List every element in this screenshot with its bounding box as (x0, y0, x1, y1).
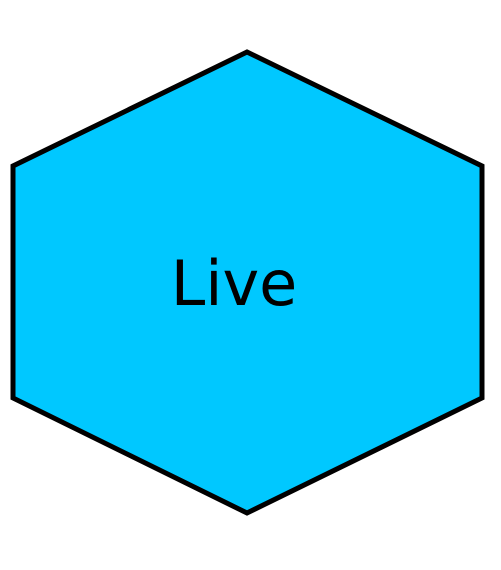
hexagon-label: Live (171, 247, 298, 320)
hexagon-shape[interactable] (10, 49, 485, 516)
